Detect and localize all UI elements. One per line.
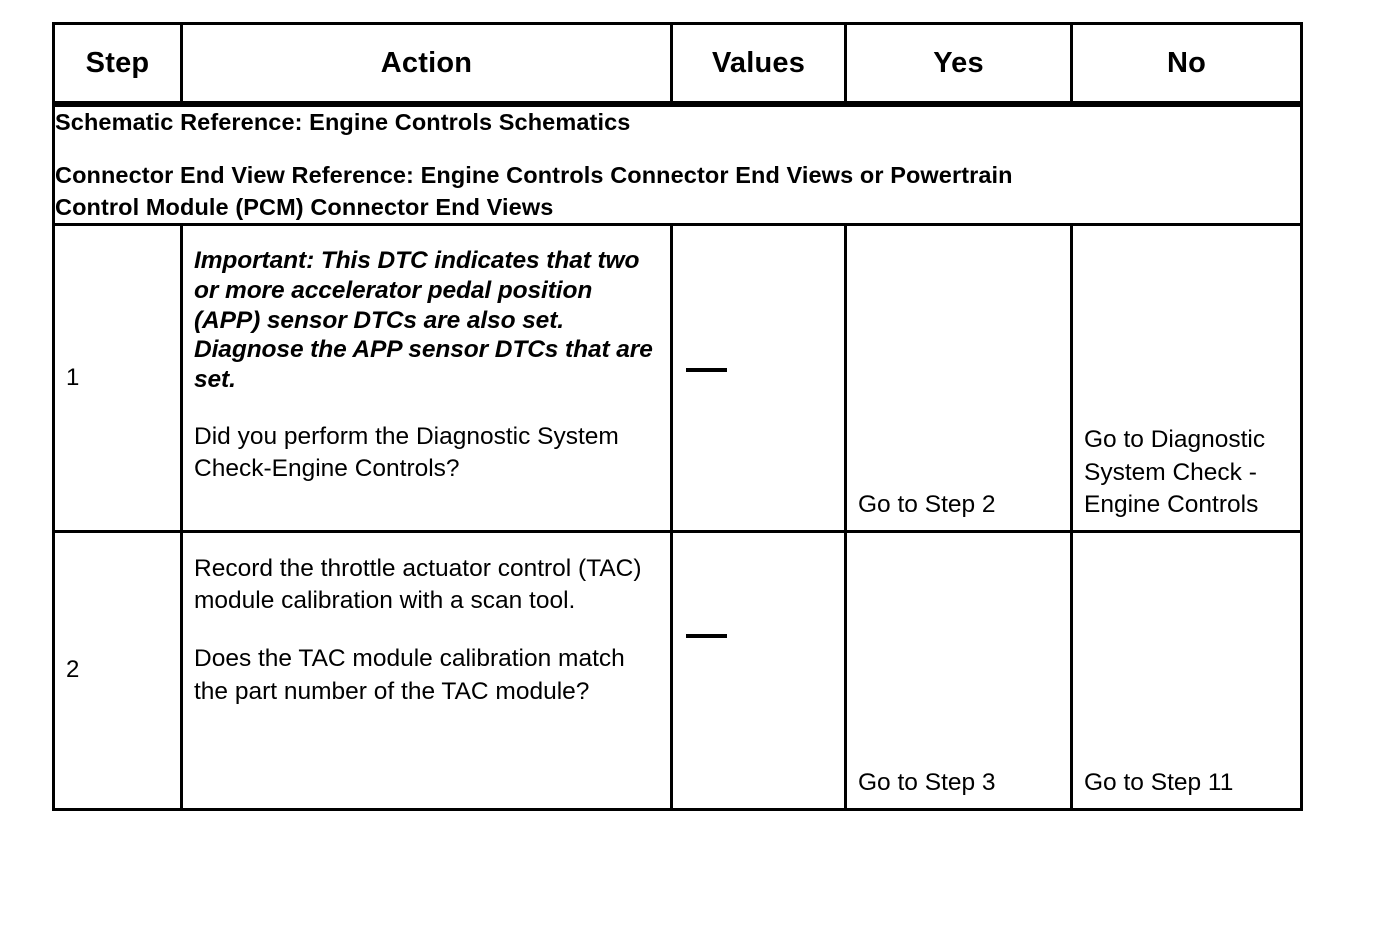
- no-cell-2: Go to Step 11: [1070, 529, 1303, 811]
- column-header-no: No: [1070, 22, 1303, 107]
- action-important-note-1: Important: This DTC indicates that two o…: [194, 246, 653, 394]
- action-question-1: Did you perform the Diagnostic System Ch…: [194, 423, 619, 483]
- column-header-action: Action: [180, 22, 673, 107]
- table-row: 2 Record the throttle actuator control (…: [52, 529, 1303, 811]
- column-header-step: Step: [52, 22, 183, 107]
- column-header-yes: Yes: [844, 22, 1073, 107]
- connector-end-view-reference-text: Connector End View Reference: Engine Con…: [55, 162, 1013, 220]
- no-answer-1: Go to Diagnostic System Check - Engine C…: [1084, 426, 1266, 519]
- action-question-2: Does the TAC module calibration match th…: [194, 645, 625, 705]
- step-number-1: 1: [52, 222, 183, 533]
- diagnostic-procedure-table: Step Action Values Yes No Schematic Refe…: [52, 22, 1303, 811]
- action-cell-1: Important: This DTC indicates that two o…: [180, 222, 673, 533]
- values-cell-2: [670, 529, 847, 811]
- yes-cell-1: Go to Step 2: [844, 222, 1073, 533]
- action-statement-2: Record the throttle actuator control (TA…: [194, 554, 642, 615]
- reference-cell: Schematic Reference: Engine Controls Sch…: [52, 102, 1303, 226]
- table-header-row: Step Action Values Yes No: [52, 22, 1303, 107]
- action-cell-2: Record the throttle actuator control (TA…: [180, 529, 673, 811]
- em-dash-icon: [686, 367, 727, 372]
- em-dash-icon: [686, 633, 727, 638]
- step-number-2: 2: [52, 529, 183, 811]
- reference-row: Schematic Reference: Engine Controls Sch…: [52, 102, 1303, 226]
- no-answer-2: Go to Step 11: [1084, 769, 1234, 797]
- yes-cell-2: Go to Step 3: [844, 529, 1073, 811]
- no-cell-1: Go to Diagnostic System Check - Engine C…: [1070, 222, 1303, 533]
- yes-answer-2: Go to Step 3: [858, 769, 996, 797]
- yes-answer-1: Go to Step 2: [858, 491, 996, 519]
- table-row: 1 Important: This DTC indicates that two…: [52, 222, 1303, 533]
- values-cell-1: [670, 222, 847, 533]
- schematic-reference-text: Schematic Reference: Engine Controls Sch…: [55, 109, 631, 135]
- column-header-values: Values: [670, 22, 847, 107]
